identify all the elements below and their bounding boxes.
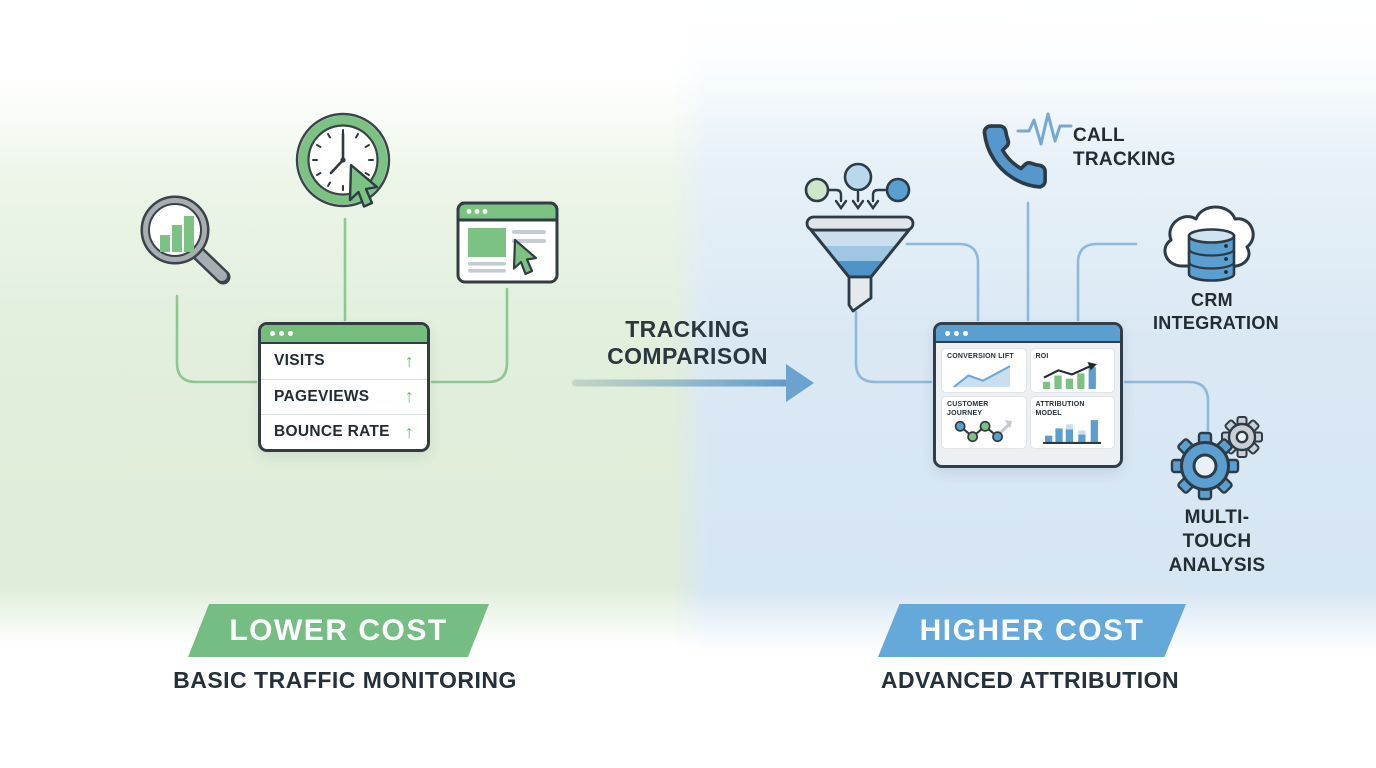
gears-icon xyxy=(1170,416,1263,501)
up-arrow-icon: ↑ xyxy=(404,386,414,407)
window-dot xyxy=(963,330,968,336)
higher-cost-ribbon: HIGHER COST xyxy=(878,604,1186,657)
metric-row-bounce-rate: BOUNCE RATE ↑ xyxy=(261,415,427,449)
card-roi: ROI xyxy=(1030,349,1114,392)
card-title: CONVERSION LIFT xyxy=(947,353,1014,360)
card-title: ROI xyxy=(1035,353,1049,360)
advanced-attribution-caption: ADVANCED ATTRIBUTION xyxy=(880,667,1180,693)
crm-integration-label: CRM INTEGRATION xyxy=(1153,290,1279,333)
webpage-cursor-icon xyxy=(456,201,559,284)
card-title: CUSTOMER JOURNEY xyxy=(947,400,989,417)
window-dot xyxy=(954,330,959,336)
cursor-arrow xyxy=(348,163,379,208)
metrics-window-titlebar xyxy=(261,325,427,344)
cursor-arrow xyxy=(512,238,538,276)
card-customer-journey: CUSTOMER JOURNEY xyxy=(942,396,1026,449)
lower-cost-ribbon: LOWER COST xyxy=(188,604,489,657)
metric-label: VISITS xyxy=(274,352,325,370)
line-magnifier-to-metrics xyxy=(175,294,258,384)
card-conversion-lift: CONVERSION LIFT xyxy=(942,349,1026,392)
dots-path-chart-icon xyxy=(954,420,1013,443)
up-arrow-icon: ↑ xyxy=(404,350,414,371)
attribution-dashboard-window: CONVERSION LIFT ROI xyxy=(933,322,1123,468)
card-attribution-model: ATTRIBUTION MODEL xyxy=(1030,396,1114,449)
dashboard-titlebar xyxy=(936,325,1120,343)
gradient-right-arrow xyxy=(572,364,814,402)
dashboard-grid: CONVERSION LIFT ROI xyxy=(936,343,1120,454)
phone-waveform-icon xyxy=(982,112,1073,189)
metric-row-pageviews: PAGEVIEWS ↑ xyxy=(261,380,427,415)
clock-cursor-icon xyxy=(295,112,391,208)
line-funnel-to-dashboard xyxy=(854,310,933,384)
magnifier-chart-icon xyxy=(140,195,231,285)
card-title: ATTRIBUTION MODEL xyxy=(1035,400,1085,417)
window-dot xyxy=(945,330,950,336)
metrics-window: VISITS ↑ PAGEVIEWS ↑ BOUNCE RATE ↑ xyxy=(258,322,430,452)
line-dashboard-to-gears xyxy=(1123,380,1210,432)
basic-traffic-monitoring-caption: BASIC TRAFFIC MONITORING xyxy=(173,667,517,693)
window-dot xyxy=(288,331,293,336)
metric-label: BOUNCE RATE xyxy=(274,423,390,441)
cloud-database-icon xyxy=(1163,205,1255,282)
window-dot xyxy=(270,331,275,336)
call-tracking-label: CALL TRACKING xyxy=(1073,125,1176,170)
center-title: TRACKING COMPARISON xyxy=(607,316,768,370)
metric-label: PAGEVIEWS xyxy=(274,387,370,405)
line-crm-to-dashboard xyxy=(1076,242,1138,322)
bar-trend-chart-icon xyxy=(1042,361,1097,389)
funnel-sources-icon xyxy=(804,162,915,313)
up-arrow-icon: ↑ xyxy=(404,421,414,442)
line-webpage-to-metrics xyxy=(430,287,509,384)
metric-row-visits: VISITS ↑ xyxy=(261,344,427,380)
window-dot xyxy=(279,331,284,336)
stacked-bar-chart-icon xyxy=(1042,420,1101,445)
multi-touch-analysis-label: MULTI-TOUCH ANALYSIS xyxy=(1168,507,1266,576)
area-chart-icon xyxy=(953,364,1011,388)
line-funnel-top-to-dashboard xyxy=(905,242,980,322)
